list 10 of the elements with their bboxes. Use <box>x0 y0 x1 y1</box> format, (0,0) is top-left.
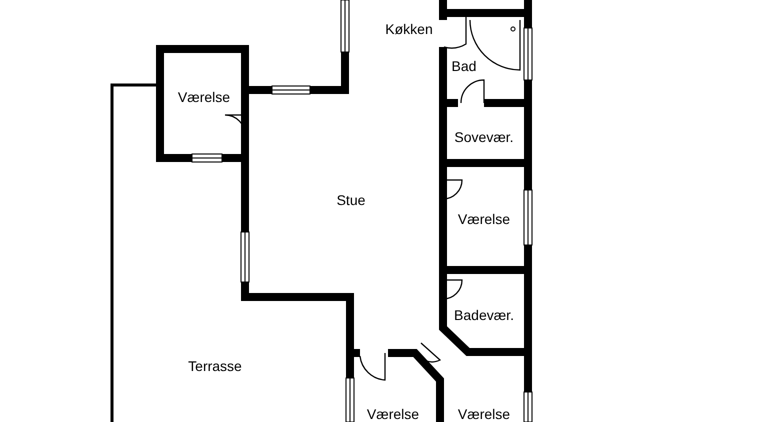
room-label: Badevær. <box>454 308 514 322</box>
room-label: Køkken <box>385 22 433 36</box>
room-label: Bad <box>452 59 476 73</box>
room-label: Værelse <box>366 407 420 421</box>
room-label: Terrasse <box>188 359 242 373</box>
room-label: Stue <box>336 193 366 207</box>
room-label: Værelse <box>178 90 230 104</box>
room-label: Sovevær. <box>454 130 514 144</box>
room-label: Værelse <box>458 212 510 226</box>
room-label: Værelse <box>458 407 510 421</box>
